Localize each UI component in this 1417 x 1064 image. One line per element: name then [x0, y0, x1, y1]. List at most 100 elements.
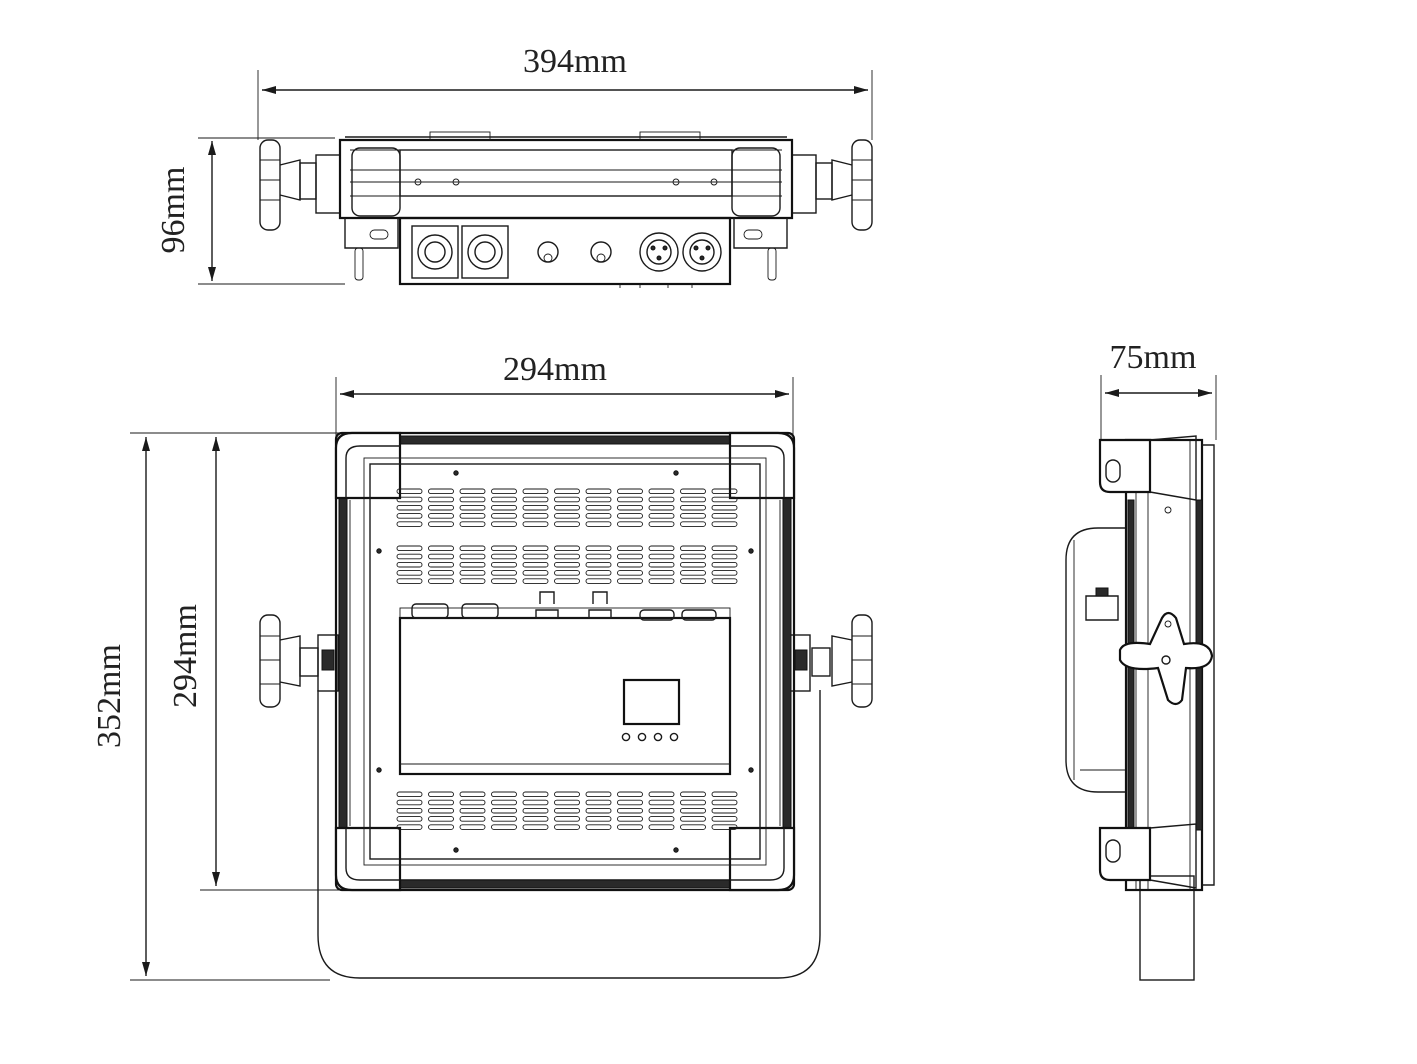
vent-slot — [585, 578, 612, 584]
control-button — [653, 732, 663, 742]
vent-slot — [617, 521, 643, 527]
vent-slot — [554, 561, 580, 568]
vent-slot — [554, 824, 580, 830]
front-view: 294mm 352mm 294mm — [91, 351, 873, 981]
vent-slot — [585, 488, 612, 495]
vent-slot — [585, 496, 612, 503]
vent-slot — [491, 578, 517, 584]
vent-slot — [711, 513, 738, 519]
vent-slot — [680, 816, 706, 822]
vent-slot — [522, 513, 549, 519]
vent-slot — [554, 791, 580, 798]
vent-slot — [396, 496, 423, 503]
vent-slot — [491, 807, 517, 814]
vent-slot — [396, 561, 423, 568]
vent-slot — [648, 799, 675, 806]
vent-slot — [459, 488, 486, 495]
vent-slot — [617, 791, 643, 798]
vent-slot — [459, 570, 486, 576]
vent-slot — [554, 807, 580, 814]
vent-slot — [680, 553, 706, 560]
vent-slot — [491, 513, 517, 519]
vent-slot — [396, 816, 423, 822]
vent-slot — [522, 496, 549, 503]
front-inner-height-label: 294mm — [167, 604, 204, 708]
vent-slot — [680, 824, 706, 830]
vent-slot — [522, 561, 549, 568]
vent-slot — [711, 504, 738, 511]
vent-slot — [459, 545, 486, 552]
vent-slot — [711, 545, 738, 552]
vent-slot — [396, 553, 423, 560]
vent-slot — [428, 578, 454, 584]
vent-slot — [617, 496, 643, 503]
vent-slot — [617, 504, 643, 511]
vent-slot — [428, 488, 454, 495]
vent-slot — [617, 816, 643, 822]
vent-slot — [396, 824, 423, 830]
vent-slot — [585, 513, 612, 519]
vent-slot — [459, 561, 486, 568]
top-height-label: 96mm — [155, 167, 192, 254]
vent-slot — [491, 488, 517, 495]
vent-slot — [680, 578, 706, 584]
vent-slot — [522, 504, 549, 511]
vent-slot — [648, 791, 675, 798]
vent-slot — [491, 791, 517, 798]
vent-slot — [711, 824, 738, 830]
vent-slot — [491, 816, 517, 822]
vent-slot — [459, 791, 486, 798]
vent-slot — [711, 578, 738, 584]
vent-slot — [554, 570, 580, 576]
front-total-height-label: 352mm — [91, 644, 128, 748]
vent-slot — [648, 504, 675, 511]
vent-slot — [428, 545, 454, 552]
vent-slot — [711, 553, 738, 560]
vent-slot — [428, 561, 454, 568]
vent-grille-middle — [396, 545, 738, 584]
vent-slot — [522, 488, 549, 495]
vent-slot — [522, 570, 549, 576]
front-width-label: 294mm — [503, 351, 607, 388]
vent-slot — [459, 816, 486, 822]
left-knob — [259, 139, 317, 231]
vent-grille-bottom — [396, 791, 738, 830]
vent-slot — [428, 816, 454, 822]
vent-slot — [396, 578, 423, 584]
vent-slot — [522, 545, 549, 552]
vent-slot — [554, 545, 580, 552]
vent-slot — [396, 791, 423, 798]
vent-slot — [617, 578, 643, 584]
vent-slot — [648, 824, 675, 830]
vent-slot — [522, 824, 549, 830]
vent-slot — [680, 545, 706, 552]
vent-slot — [554, 816, 580, 822]
vent-slot — [585, 545, 612, 552]
vent-slot — [522, 799, 549, 806]
top-view: 394mm 96mm — [155, 43, 873, 288]
vent-slot — [428, 496, 454, 503]
vent-slot — [522, 521, 549, 527]
control-button — [669, 732, 679, 742]
vent-slot — [396, 570, 423, 576]
vent-slot — [428, 791, 454, 798]
control-button — [637, 732, 647, 742]
vent-slot — [585, 824, 612, 830]
vent-slot — [585, 561, 612, 568]
vent-slot — [491, 496, 517, 503]
vent-slot — [554, 578, 580, 584]
vent-slot — [491, 561, 517, 568]
vent-slot — [522, 578, 549, 584]
vent-slot — [680, 799, 706, 806]
vent-slot — [459, 799, 486, 806]
vent-slot — [554, 799, 580, 806]
vent-slot — [617, 553, 643, 560]
vent-slot — [680, 791, 706, 798]
vent-slot — [396, 488, 423, 495]
vent-slot — [648, 521, 675, 527]
vent-slot — [680, 496, 706, 503]
vent-slot — [428, 504, 454, 511]
vent-slot — [428, 553, 454, 560]
vent-slot — [711, 799, 738, 806]
front-left-knob — [259, 614, 335, 708]
